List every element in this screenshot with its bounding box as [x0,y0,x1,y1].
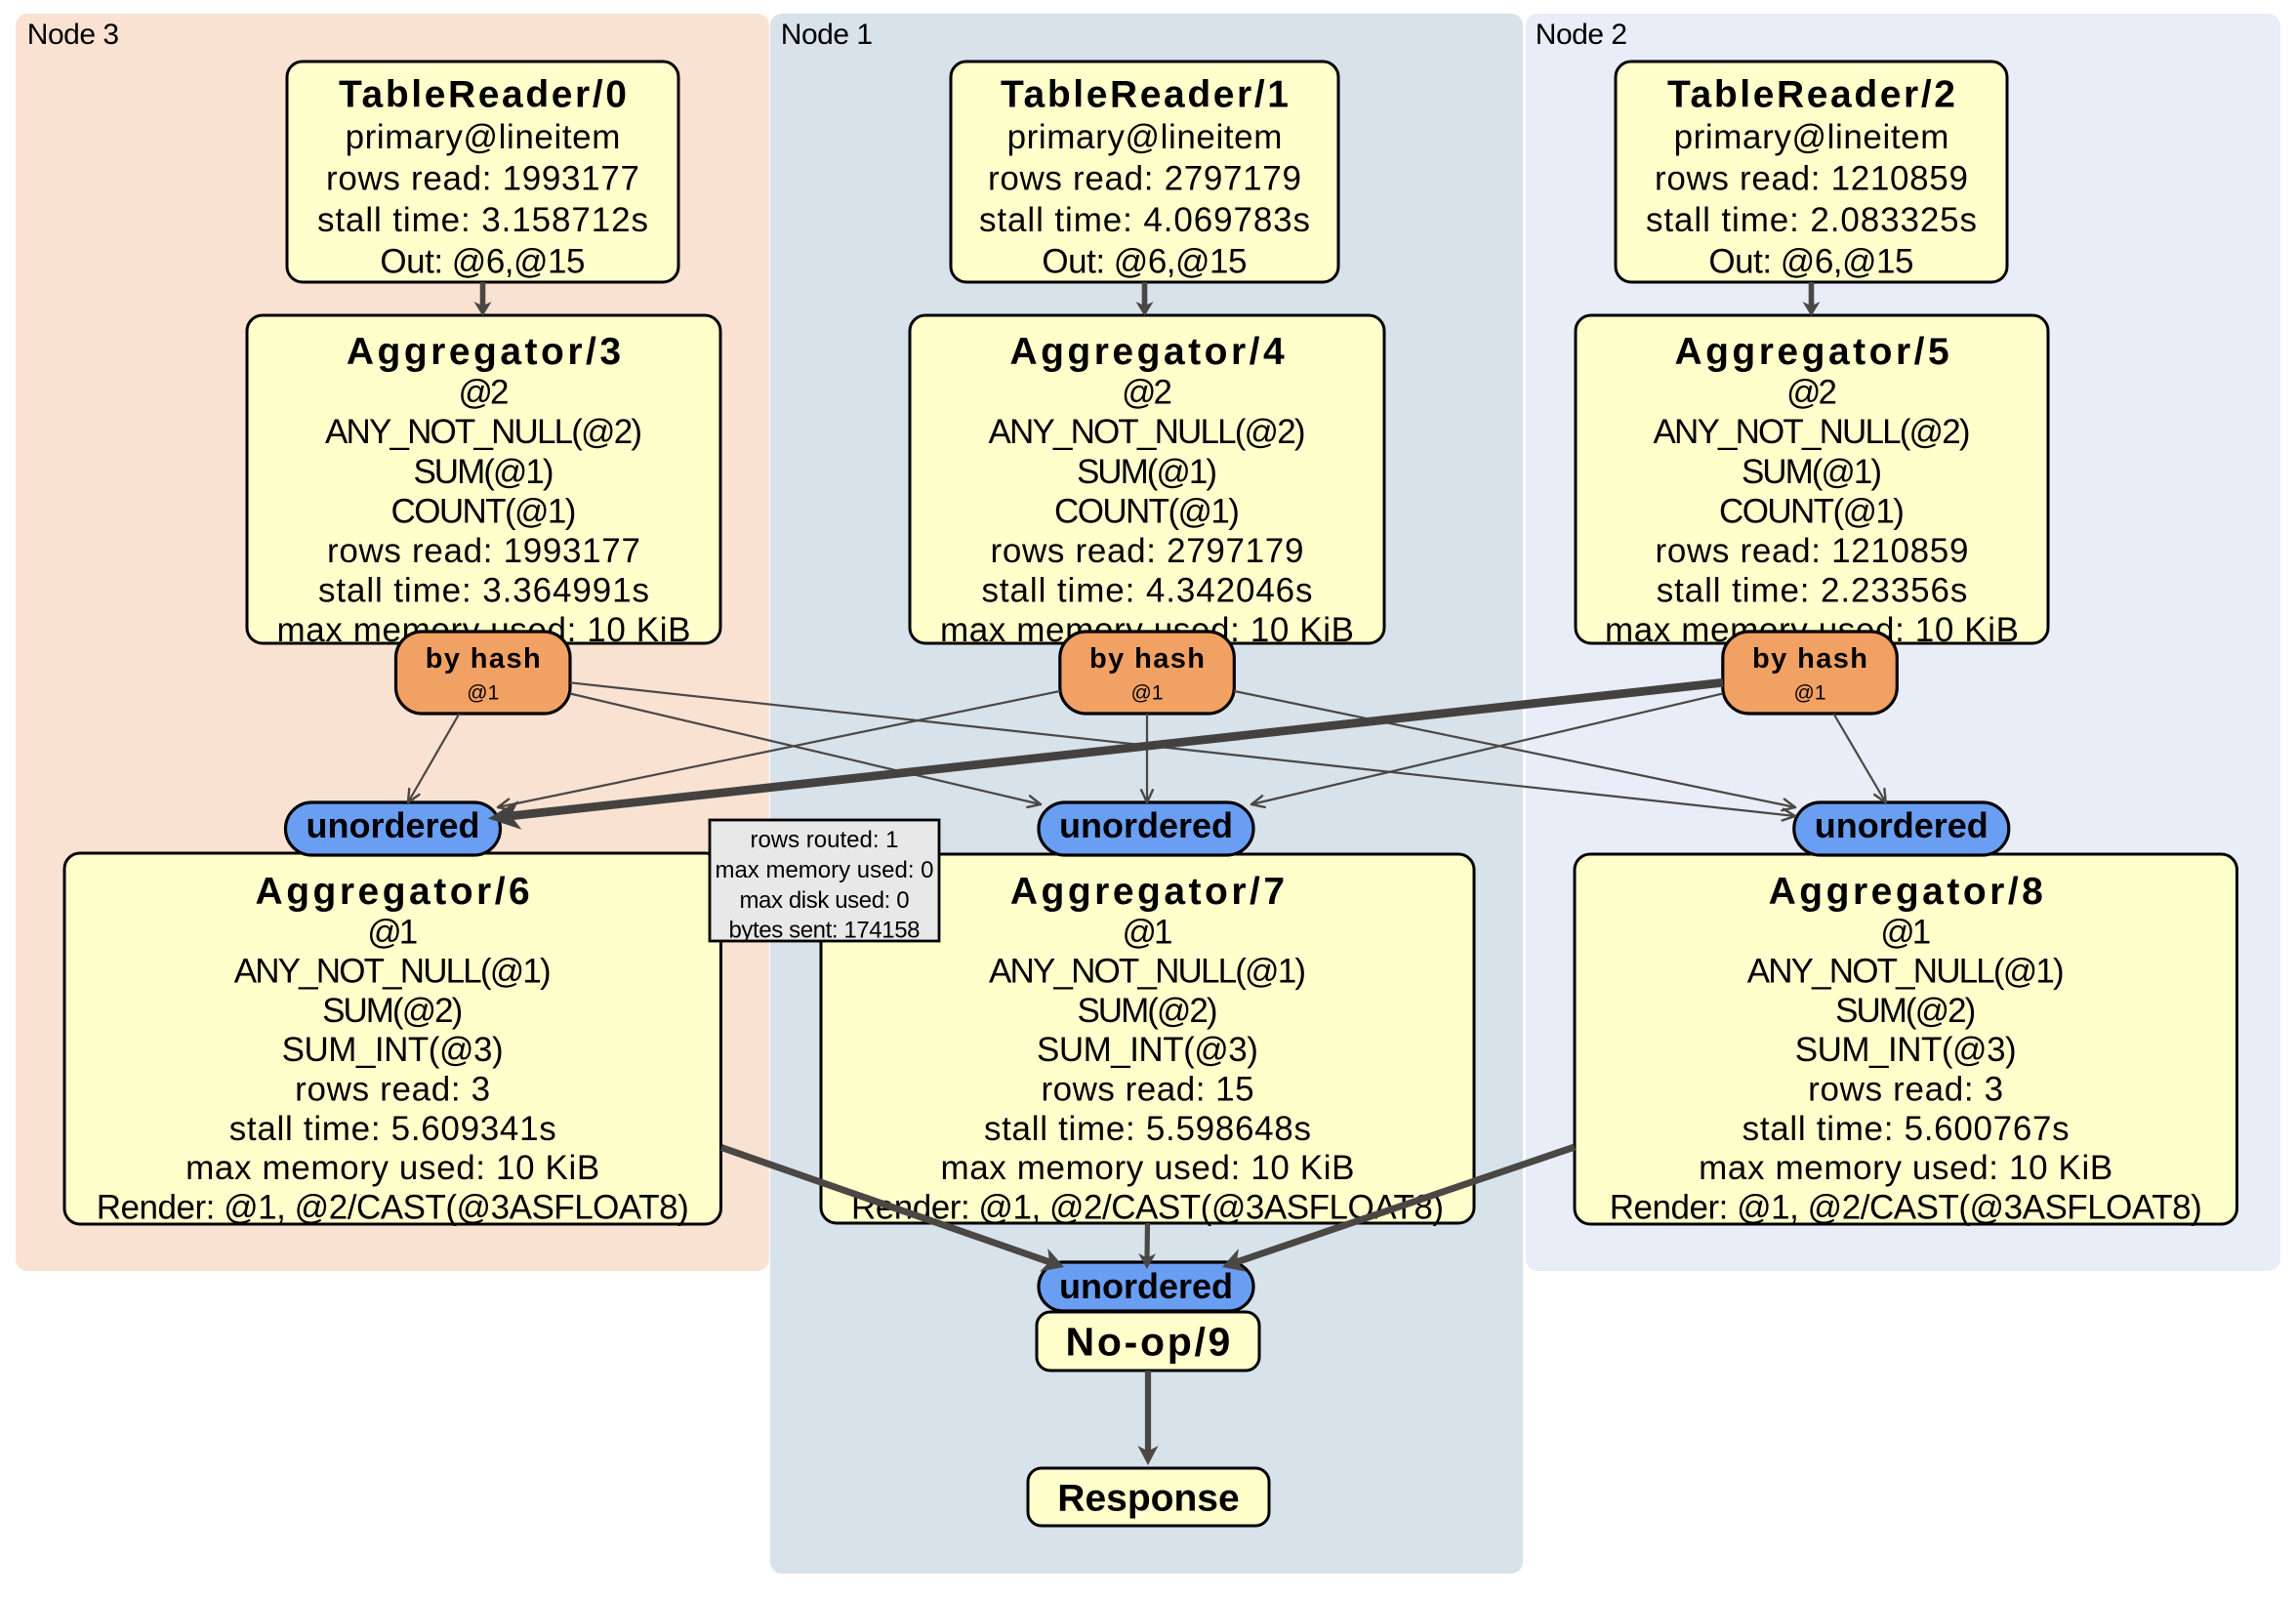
svg-text:stall time: 5.600767s: stall time: 5.600767s [1742,1110,2070,1148]
svg-text:max memory used: 0: max memory used: 0 [715,857,933,883]
svg-text:rows routed: 1: rows routed: 1 [750,827,898,853]
svg-text:Aggregator/3: Aggregator/3 [347,331,625,373]
svg-text:unordered: unordered [1059,805,1233,845]
svg-text:Node 3: Node 3 [27,19,119,51]
svg-text:stall time: 5.598648s: stall time: 5.598648s [984,1110,1312,1148]
svg-text:by hash: by hash [1752,643,1868,675]
svg-text:stall time: 2.23356s: stall time: 2.23356s [1657,572,1969,610]
svg-text:Out: @6,@15: Out: @6,@15 [1708,243,1913,281]
svg-text:by hash: by hash [1089,643,1206,675]
svg-text:@1: @1 [1880,913,1930,951]
svg-text:unordered: unordered [1815,805,1988,845]
svg-text:max memory used: 10 KiB: max memory used: 10 KiB [940,1149,1355,1187]
svg-text:@1: @1 [367,913,417,951]
svg-text:primary@lineitem: primary@lineitem [1007,118,1283,156]
svg-text:SUM_INT(@3): SUM_INT(@3) [1037,1031,1257,1069]
svg-text:stall time: 4.342046s: stall time: 4.342046s [982,572,1314,610]
svg-text:SUM(@1): SUM(@1) [1077,453,1215,491]
svg-text:rows read: 2797179: rows read: 2797179 [990,532,1304,570]
svg-text:ANY_NOT_NULL(@2): ANY_NOT_NULL(@2) [325,413,640,451]
svg-text:unordered: unordered [1059,1266,1233,1306]
svg-text:COUNT(@1): COUNT(@1) [1054,492,1238,530]
svg-text:rows read: 1993177: rows read: 1993177 [327,532,641,570]
svg-text:ANY_NOT_NULL(@1): ANY_NOT_NULL(@1) [989,953,1304,991]
svg-text:Aggregator/7: Aggregator/7 [1010,871,1289,913]
svg-text:rows read: 3: rows read: 3 [295,1071,491,1109]
svg-text:primary@lineitem: primary@lineitem [1674,118,1949,156]
svg-text:rows read: 1210859: rows read: 1210859 [1655,160,1969,198]
svg-text:ANY_NOT_NULL(@1): ANY_NOT_NULL(@1) [234,953,550,991]
svg-text:Node 1: Node 1 [781,19,873,51]
svg-text:SUM_INT(@3): SUM_INT(@3) [282,1031,503,1069]
svg-text:max disk used: 0: max disk used: 0 [739,887,909,914]
svg-text:TableReader/0: TableReader/0 [339,74,630,116]
svg-text:Render: @1, @2/CAST(@3ASFLOAT8: Render: @1, @2/CAST(@3ASFLOAT8) [851,1188,1444,1226]
svg-text:stall time: 4.069783s: stall time: 4.069783s [979,201,1311,239]
svg-text:TableReader/1: TableReader/1 [1001,74,1292,116]
svg-text:stall time: 2.083325s: stall time: 2.083325s [1646,201,1978,239]
svg-text:by hash: by hash [426,643,542,675]
svg-text:SUM(@1): SUM(@1) [1742,453,1880,491]
svg-text:@1: @1 [467,682,499,705]
svg-text:SUM(@1): SUM(@1) [413,453,552,491]
svg-text:SUM_INT(@3): SUM_INT(@3) [1795,1031,2016,1069]
svg-text:max memory used: 10 KiB: max memory used: 10 KiB [1699,1149,2113,1187]
svg-text:SUM(@2): SUM(@2) [1835,992,1974,1030]
svg-text:ANY_NOT_NULL(@1): ANY_NOT_NULL(@1) [1747,953,2063,991]
svg-text:Out: @6,@15: Out: @6,@15 [380,243,585,281]
svg-text:rows read: 2797179: rows read: 2797179 [988,160,1302,198]
svg-text:ANY_NOT_NULL(@2): ANY_NOT_NULL(@2) [989,413,1304,451]
svg-text:bytes sent: 174158: bytes sent: 174158 [728,918,920,944]
svg-text:TableReader/2: TableReader/2 [1667,74,1958,116]
svg-text:rows read: 3: rows read: 3 [1808,1071,2004,1109]
svg-text:rows read: 1993177: rows read: 1993177 [326,160,640,198]
svg-text:Node 2: Node 2 [1536,19,1627,51]
svg-text:rows read: 1210859: rows read: 1210859 [1655,532,1969,570]
svg-text:max memory used: 10 KiB: max memory used: 10 KiB [185,1149,600,1187]
svg-text:stall time: 5.609341s: stall time: 5.609341s [229,1110,557,1148]
svg-text:@2: @2 [1786,374,1836,412]
svg-text:No-op/9: No-op/9 [1066,1320,1234,1365]
svg-text:@1: @1 [1794,682,1826,705]
svg-text:Aggregator/8: Aggregator/8 [1769,871,2047,913]
svg-text:Response: Response [1057,1478,1239,1520]
svg-text:Render: @1, @2/CAST(@3ASFLOAT8: Render: @1, @2/CAST(@3ASFLOAT8) [1610,1188,2202,1226]
svg-text:ANY_NOT_NULL(@2): ANY_NOT_NULL(@2) [1654,413,1969,451]
svg-text:unordered: unordered [306,805,479,845]
svg-text:primary@lineitem: primary@lineitem [346,118,621,156]
svg-text:@2: @2 [1122,374,1171,412]
svg-text:Render: @1, @2/CAST(@3ASFLOAT8: Render: @1, @2/CAST(@3ASFLOAT8) [97,1188,689,1226]
svg-text:stall time: 3.364991s: stall time: 3.364991s [318,572,650,610]
svg-text:@1: @1 [1123,913,1172,951]
svg-text:stall time: 3.158712s: stall time: 3.158712s [317,201,649,239]
svg-text:Out: @6,@15: Out: @6,@15 [1042,243,1247,281]
svg-text:Aggregator/5: Aggregator/5 [1674,331,1952,373]
svg-text:COUNT(@1): COUNT(@1) [391,492,575,530]
svg-text:SUM(@2): SUM(@2) [1077,992,1215,1030]
svg-text:@2: @2 [459,374,509,412]
svg-text:Aggregator/4: Aggregator/4 [1009,331,1288,373]
svg-text:Aggregator/6: Aggregator/6 [256,871,534,913]
svg-text:COUNT(@1): COUNT(@1) [1719,492,1903,530]
svg-text:SUM(@2): SUM(@2) [322,992,461,1030]
svg-text:rows read: 15: rows read: 15 [1042,1071,1255,1109]
svg-text:@1: @1 [1131,682,1164,705]
